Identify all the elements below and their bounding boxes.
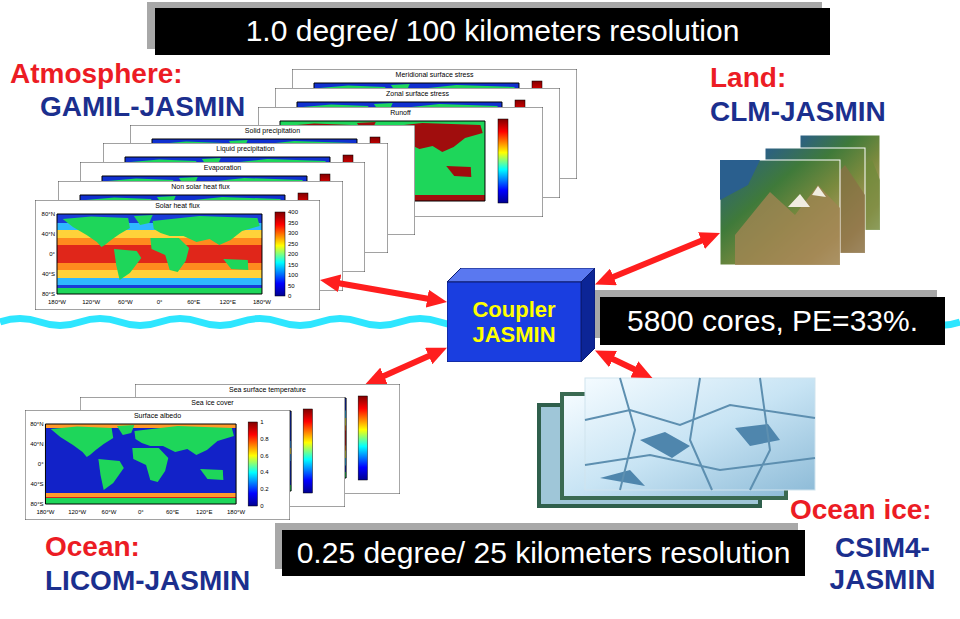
component-heading: Atmosphere: xyxy=(10,58,183,90)
longitude-tick: 60°E xyxy=(187,299,200,305)
colorbar-tick: 400 xyxy=(288,209,298,215)
colorbar-tick: 150 xyxy=(288,262,298,268)
latitude-tick: 40°S xyxy=(31,481,44,487)
colorbar-tick: 0 xyxy=(288,293,291,299)
colorbar-tick: 200 xyxy=(288,251,298,257)
map-title: Sea ice cover xyxy=(191,399,233,406)
longitude-tick: 180°W xyxy=(36,509,54,515)
latitude-tick: 40°N xyxy=(42,231,55,237)
cube-front xyxy=(447,282,581,362)
component-heading: Ocean: xyxy=(45,531,140,563)
longitude-tick: 180°W xyxy=(253,299,271,305)
performance-banner: 5800 cores, PE=33%. xyxy=(600,297,945,345)
map-title: Evaporation xyxy=(204,164,241,171)
longitude-tick: 120°E xyxy=(220,299,236,305)
cube-side xyxy=(581,268,595,362)
atmosphere-component: Atmosphere:GAMIL-JASMIN xyxy=(35,200,320,310)
longitude-tick: 120°E xyxy=(196,509,212,515)
colorbar-tick: 250 xyxy=(288,241,298,247)
coupler-box: Coupler JASMIN xyxy=(447,268,595,362)
sea-ice-photo xyxy=(537,378,815,508)
resolution-banner: 0.25 degree/ 25 kilometers resolution xyxy=(282,530,805,576)
colorbar-tick: 50 xyxy=(288,283,295,289)
colorbar-tick: 100 xyxy=(288,272,298,278)
coupling-arrow xyxy=(335,282,432,299)
coupling-arrow xyxy=(609,357,639,372)
map-title: Runoff xyxy=(390,109,411,116)
model-name: CLM-JASMIN xyxy=(710,96,886,128)
longitude-tick: 180°W xyxy=(48,299,66,305)
latitude-tick: 0° xyxy=(49,251,55,257)
colorbar-tick: 1 xyxy=(260,419,263,425)
map-title: Solid precipitation xyxy=(245,127,300,134)
colorbar-tick: 0.6 xyxy=(260,453,268,459)
latitude-tick: 80°N xyxy=(30,421,43,427)
latitude-tick: 40°N xyxy=(30,441,43,447)
longitude-tick: 120°W xyxy=(68,509,86,515)
longitude-tick: 0° xyxy=(138,509,144,515)
longitude-tick: 120°W xyxy=(82,299,100,305)
latitude-tick: 80°S xyxy=(42,291,55,297)
component-heading: Land: xyxy=(710,62,786,94)
coupling-arrow xyxy=(379,354,433,378)
node-label: Coupler JASMIN xyxy=(453,297,575,348)
latitude-tick: 80°S xyxy=(31,501,44,507)
map-title: Liquid precipitation xyxy=(216,145,274,152)
map-title: Surface albedo xyxy=(134,412,181,419)
map-title: Non solar heat flux xyxy=(171,183,229,190)
node-label: 0.25 degree/ 25 kilometers resolution xyxy=(297,536,791,571)
colorbar-tick: 0.4 xyxy=(260,469,268,475)
land-satellite-image xyxy=(720,135,880,265)
colorbar-tick: 0.8 xyxy=(260,436,268,442)
node-label: 1.0 degree/ 100 kilometers resolution xyxy=(246,14,740,49)
latitude-tick: 0° xyxy=(38,461,44,467)
map-panel xyxy=(35,200,320,310)
longitude-tick: 180°W xyxy=(227,509,245,515)
longitude-tick: 0° xyxy=(157,299,163,305)
land-component: Land:CLM-JASMIN xyxy=(720,135,880,265)
longitude-tick: 60°E xyxy=(166,509,179,515)
colorbar-tick: 300 xyxy=(288,230,298,236)
model-name: LICOM-JASMIN xyxy=(45,565,250,597)
component-heading: Ocean ice: xyxy=(790,494,932,526)
sea-ice-component: Ocean ice:CSIM4- JASMIN xyxy=(585,378,815,490)
map-title: Zonal surface stress xyxy=(386,90,449,97)
map-panel xyxy=(25,410,290,520)
model-name: GAMIL-JASMIN xyxy=(40,91,245,123)
colorbar-tick: 350 xyxy=(288,220,298,226)
node-label: 5800 cores, PE=33%. xyxy=(627,304,918,339)
colorbar-tick: 0.2 xyxy=(260,486,268,492)
coupler-face: Coupler JASMIN xyxy=(447,282,581,362)
colorbar-tick: 0 xyxy=(260,503,263,509)
longitude-tick: 60°W xyxy=(118,299,133,305)
map-title: Meridional surface stress xyxy=(396,71,474,78)
latitude-tick: 80°N xyxy=(42,211,55,217)
map-title: Sea surface temperature xyxy=(229,386,306,393)
latitude-tick: 40°S xyxy=(42,271,55,277)
longitude-tick: 60°W xyxy=(102,509,117,515)
resolution-banner: 1.0 degree/ 100 kilometers resolution xyxy=(155,8,830,55)
coupling-arrow xyxy=(609,239,706,279)
cube-top xyxy=(447,268,595,282)
map-title: Solar heat flux xyxy=(155,202,200,209)
model-name: CSIM4- JASMIN xyxy=(815,532,950,596)
